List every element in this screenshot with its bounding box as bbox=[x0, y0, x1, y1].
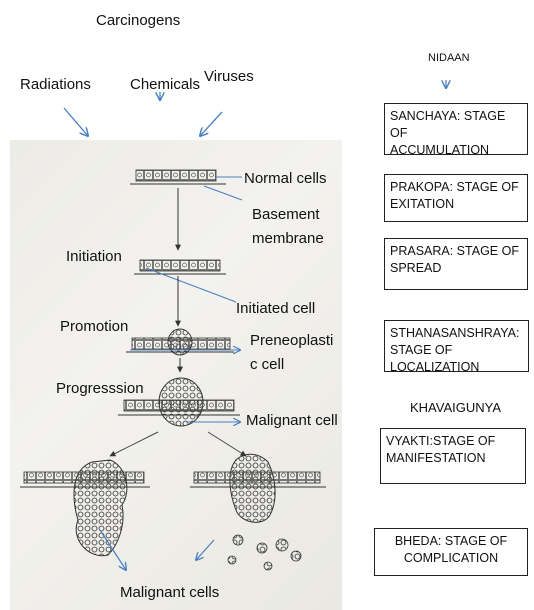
stage-line: VYAKTI:STAGE OF bbox=[386, 434, 496, 448]
stage-prasara: PRASARA: STAGE OF SPREAD bbox=[384, 238, 528, 290]
label-basement: Basement bbox=[252, 206, 320, 223]
label-progression: Progresssion bbox=[56, 380, 144, 397]
stage-bheda: BHEDA: STAGE OF COMPLICATION bbox=[374, 528, 528, 576]
agent-chemicals: Chemicals bbox=[130, 76, 201, 93]
label-promotion: Promotion bbox=[60, 318, 129, 335]
label-preneoplastic-1: Preneoplasti bbox=[250, 332, 334, 349]
label-initiated-cell: Initiated cell bbox=[236, 300, 316, 317]
metastatic-cluster bbox=[263, 561, 273, 571]
stage-sanchaya: SANCHAYA: STAGE OF ACCUMULATION bbox=[384, 103, 528, 157]
label-initiation: Initiation bbox=[66, 248, 122, 265]
invasive-tumor-left bbox=[73, 459, 128, 557]
pencil-drawing-background bbox=[10, 140, 342, 610]
malignant-cluster bbox=[158, 377, 204, 427]
metastatic-cluster bbox=[290, 550, 302, 562]
malignant-cells-arrow-left bbox=[99, 529, 126, 570]
basement-pointer bbox=[203, 185, 243, 201]
radiation-arrow bbox=[63, 107, 88, 136]
stage-line: SPREAD bbox=[390, 261, 442, 275]
initiated-cells-row bbox=[139, 259, 221, 272]
malignant-cells-arrow-right bbox=[196, 539, 215, 560]
metastatic-cluster bbox=[232, 534, 244, 546]
nidaan-heading: NIDAAN bbox=[428, 52, 470, 64]
stage-line: BHEDA: STAGE OF bbox=[394, 534, 508, 548]
stage-sthanasanshraya: STHANASANSHRAYA: STAGE OF LOCALIZATION bbox=[384, 320, 529, 374]
stage-line: PRASARA: STAGE OF bbox=[390, 244, 519, 258]
label-preneoplastic-2: c cell bbox=[250, 356, 285, 373]
label-normal-cells: Normal cells bbox=[244, 170, 327, 187]
normal-cells-row bbox=[135, 169, 217, 182]
viruses-arrow bbox=[200, 111, 223, 136]
stage-line: STHANASANSHRAYA: bbox=[390, 326, 520, 340]
stage-line: COMPLICATION bbox=[403, 551, 499, 565]
khavaigunya-label: KHAVAIGUNYA bbox=[410, 400, 502, 415]
label-membrane: membrane bbox=[252, 230, 324, 247]
invasive-tumor-right bbox=[229, 453, 276, 523]
label-malignant-cells: Malignant cells bbox=[120, 584, 220, 601]
stage-vyakti: VYAKTI:STAGE OF MANIFESTATION bbox=[380, 428, 526, 484]
metastatic-cluster bbox=[275, 538, 289, 552]
preneoplastic-cluster bbox=[167, 328, 193, 356]
stage-line: SANCHAYA: STAGE OF bbox=[390, 109, 506, 140]
stage-line: EXITATION bbox=[390, 197, 455, 211]
metastatic-cluster bbox=[256, 542, 268, 554]
stage-line: ACCUMULATION bbox=[390, 143, 490, 157]
carcinogens-title: Carcinogens bbox=[96, 12, 181, 29]
stage-prakopa: PRAKOPA: STAGE OF EXITATION bbox=[384, 174, 528, 222]
agent-viruses: Viruses bbox=[204, 68, 254, 85]
stage-line: STAGE OF LOCALIZATION bbox=[390, 343, 480, 374]
initiated-pointer bbox=[145, 267, 237, 303]
stage-line: MANIFESTATION bbox=[386, 451, 486, 465]
stage-line: PRAKOPA: STAGE OF bbox=[390, 180, 519, 194]
label-malignant-cell: Malignant cell bbox=[246, 412, 338, 429]
metastatic-cluster bbox=[227, 555, 237, 565]
agent-radiations: Radiations bbox=[20, 76, 91, 93]
